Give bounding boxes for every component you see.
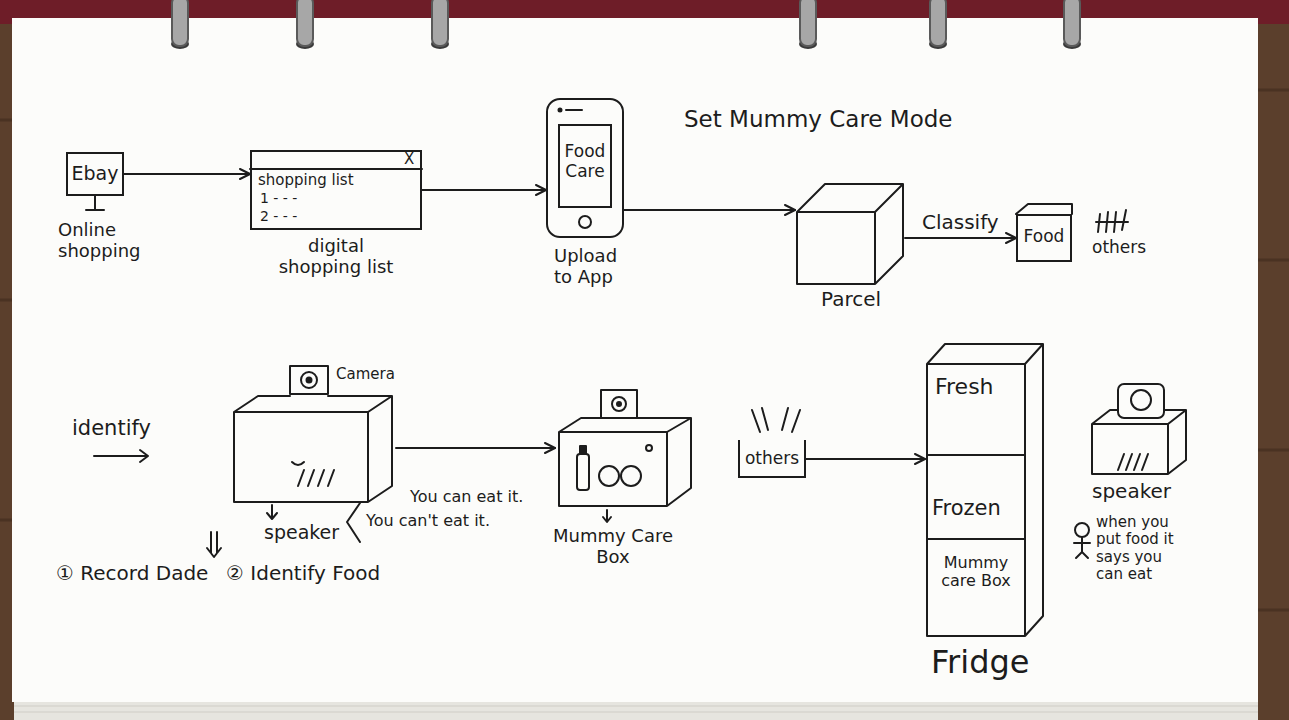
- node-text: Fresh: [935, 374, 994, 399]
- speaker-box-drawing: [1088, 380, 1188, 476]
- parcel-box-outline: [795, 182, 905, 286]
- flow-arrow: [806, 458, 925, 460]
- mummy-care-box-drawing: [555, 388, 695, 508]
- parcel-box-drawing: [795, 182, 905, 286]
- node-text: 1 - - -: [260, 190, 297, 206]
- speaker-arrow: [267, 505, 277, 519]
- function-note: ② Identify Food: [226, 562, 380, 585]
- camera-box-drawing: [228, 362, 396, 510]
- mode-note: Set Mummy Care Mode: [684, 106, 952, 132]
- node-text: Food Care: [558, 142, 612, 181]
- flow-arrow: [124, 173, 250, 175]
- voice-message: You can eat it.: [410, 488, 523, 506]
- fridge-shelf: Frozen: [927, 456, 1025, 540]
- speaker-box: speaker: [1088, 380, 1188, 503]
- node-text: 2 - - -: [260, 208, 297, 224]
- binder-rings: [171, 0, 1081, 49]
- node-text: X: [404, 151, 414, 168]
- ebay-box: EbayOnline shopping: [66, 152, 150, 262]
- node-text: digital shopping list: [272, 236, 400, 277]
- node-text: others: [738, 449, 806, 469]
- part-label: speaker: [264, 522, 339, 544]
- double-arrow: [207, 532, 221, 557]
- page-edges: [14, 706, 1258, 712]
- mummy-care-box-outline: [555, 388, 695, 508]
- identify-arrow: [94, 450, 148, 462]
- food-box: Food: [1016, 214, 1072, 262]
- mummy-care-box: Mummy Care Box: [555, 388, 695, 568]
- flow-arrow: [422, 189, 546, 191]
- fridge: Fridge FreshFrozenMummy care Box: [925, 342, 1045, 681]
- camera-box: Camera: [228, 362, 396, 510]
- fridge-shelf: Mummy care Box: [927, 540, 1025, 636]
- person-body: [1074, 537, 1090, 558]
- node-text: Food: [1016, 227, 1072, 247]
- node-text: Upload to App: [554, 246, 638, 287]
- flow-arrow: [905, 237, 1016, 239]
- node-text: Mummy care Box: [929, 554, 1023, 591]
- shopping-list-window: Xshopping list1 - - - 2 - - - digital shop…: [250, 150, 422, 278]
- paper: [12, 18, 1258, 702]
- app-screen: Food Care: [558, 124, 612, 208]
- person-head: [1075, 523, 1089, 537]
- node-text: shopping list: [258, 172, 354, 189]
- node-text: Fridge: [931, 644, 1029, 681]
- bracket: [347, 503, 360, 542]
- phone: Upload to App Food Care: [546, 98, 638, 288]
- page-stack: [14, 700, 1258, 720]
- node-text: Frozen: [932, 496, 1001, 520]
- speaker-box-outline: [1088, 380, 1188, 476]
- others-icon: [1096, 210, 1128, 232]
- voice-message: You can't eat it.: [366, 512, 490, 530]
- others-box: others: [738, 440, 806, 478]
- node-text: Mummy Care Box: [549, 526, 677, 567]
- node-text: Camera: [336, 366, 395, 383]
- function-note: ① Record Dade: [56, 562, 208, 585]
- node-text: speaker: [1092, 480, 1171, 503]
- node-text: Parcel: [821, 288, 881, 311]
- edge-label: Classify: [919, 211, 1002, 234]
- flow-arrow: [396, 447, 555, 449]
- node-text: Ebay: [66, 163, 124, 185]
- step-label: identify: [72, 416, 151, 440]
- flow-arrow: [624, 209, 795, 211]
- parcel-box: Parcel: [795, 182, 905, 311]
- node-text: Online shopping: [58, 220, 150, 261]
- class-label: others: [1092, 238, 1146, 258]
- camera-box-outline: [228, 362, 396, 510]
- fridge-shelf: Fresh: [927, 364, 1025, 456]
- speaker-note: when you put food it says you can eat: [1096, 514, 1188, 583]
